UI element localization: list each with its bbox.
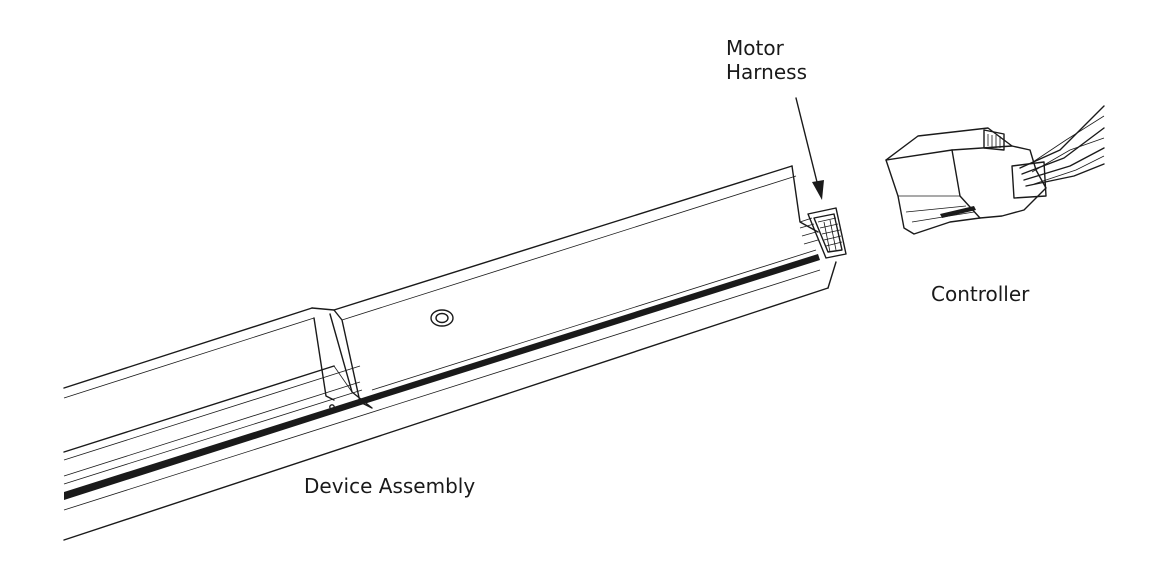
screw-dot — [329, 404, 335, 410]
motor-harness-drawing — [795, 97, 847, 259]
cable-wire-6 — [1031, 137, 1105, 173]
controller-housing — [885, 127, 1047, 235]
housing-top-edge-left — [63, 307, 313, 389]
cable-wire-2 — [1021, 127, 1105, 175]
harness-connector-body — [807, 207, 847, 259]
controller-label: Controller — [931, 282, 1030, 306]
cable-wire-5 — [1029, 115, 1105, 165]
motor-harness-label-line1: Motor — [726, 36, 784, 60]
base-rail-bottom-edge — [63, 287, 829, 541]
controller-top-edge — [885, 145, 1013, 161]
channel-line-2 — [63, 389, 363, 485]
harness-wires — [799, 217, 819, 245]
housing-side-edge-left — [63, 365, 335, 453]
housing-button-outer — [430, 309, 454, 327]
section-joint — [311, 307, 373, 409]
section-joint-inner — [313, 317, 335, 401]
device-assembly-label: Device Assembly — [304, 474, 476, 498]
motor-harness-label: Motor Harness — [726, 36, 807, 84]
harness-arrow-head — [812, 180, 824, 200]
harness-arrow-line — [795, 97, 819, 187]
controller-connector-pins — [987, 134, 1001, 148]
housing-button-inner — [435, 312, 449, 324]
housing-top-inner-right — [341, 175, 797, 321]
harness-connector-face — [813, 213, 843, 253]
housing-top-edge-right — [333, 165, 793, 311]
housing-lower-line-right — [371, 249, 817, 391]
device-assembly-drawing — [63, 165, 837, 541]
controller-top-connector — [983, 129, 1005, 151]
harness-pin-rows — [817, 217, 843, 247]
controller-drawing — [885, 105, 1105, 235]
cable-wire-4 — [1025, 163, 1105, 187]
motor-harness-label-line2: Harness — [726, 60, 807, 84]
harness-pin-columns — [823, 219, 837, 253]
cable-wire-7 — [1033, 155, 1105, 185]
channel-line-3 — [63, 269, 821, 511]
controller-slot-shadow — [940, 206, 976, 218]
channel-shadow-stripe — [64, 254, 820, 500]
cable-wire-3 — [1023, 147, 1105, 181]
housing-top-inner-left — [63, 317, 315, 399]
section-joint-edge — [333, 365, 353, 393]
housing-lower-line — [63, 365, 361, 461]
controller-corner-edge — [951, 149, 981, 219]
base-rail-end-edge — [827, 261, 837, 289]
controller-cable-clamp — [1011, 161, 1047, 199]
channel-line-1 — [63, 381, 361, 477]
